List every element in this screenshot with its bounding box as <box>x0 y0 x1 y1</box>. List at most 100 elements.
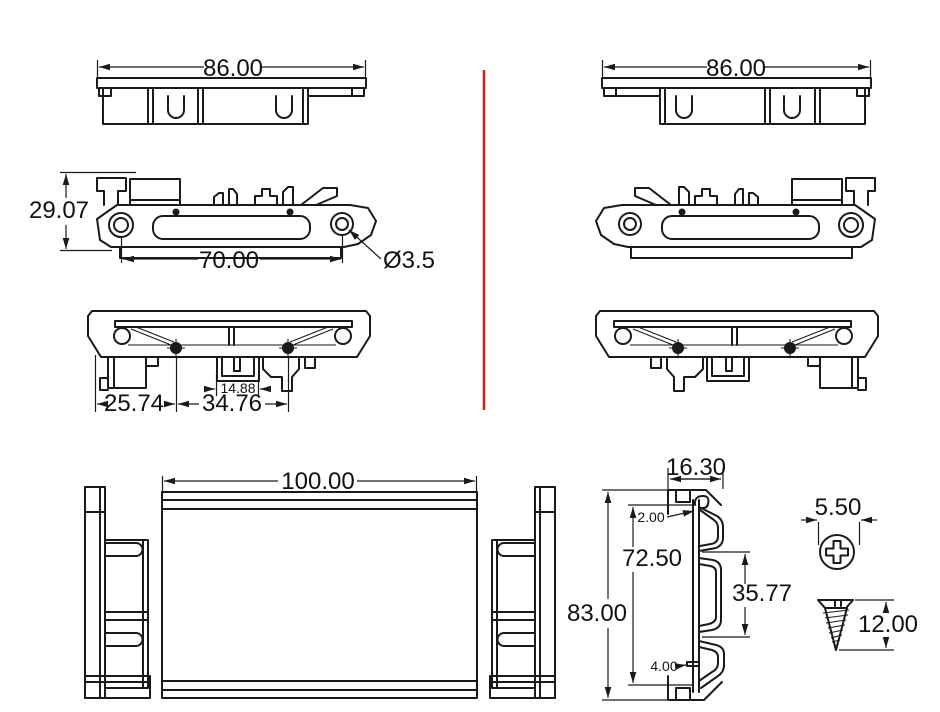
dim-bracket-top-width-left: 86.00 <box>96 55 367 82</box>
bottom-view-right-clip <box>262 356 316 392</box>
bottom-view-left-clip <box>99 356 159 391</box>
leader-line <box>666 510 695 518</box>
dim-label-bracket-clip-width: 14.88 <box>220 380 255 396</box>
bracket-top-view <box>96 77 367 125</box>
bracket-front-view <box>96 177 377 259</box>
extension-lines <box>702 551 750 638</box>
bottom-view-outline <box>87 310 371 358</box>
front-view-latch <box>300 187 338 206</box>
profile-bottom-flange <box>667 675 723 701</box>
screw-side-view <box>817 599 854 651</box>
top-view-right-tab <box>351 87 365 97</box>
dim-label-bracket-top-width-right: 86.00 <box>706 55 766 82</box>
dim-profile-lip-thickness: 2.00 <box>637 509 695 525</box>
extension-lines <box>817 522 861 545</box>
profile-cross-section <box>667 489 725 701</box>
dim-profile-overall-height: 83.00 <box>567 489 667 701</box>
dim-profile-top-width: 16.30 <box>666 454 726 489</box>
dim-label-profile-lip-thickness: 2.00 <box>637 509 664 525</box>
dim-label-bracket-hole-diameter: Ø3.5 <box>383 247 435 274</box>
phillips-cross-icon <box>825 540 849 564</box>
profile-fin-top <box>698 506 724 552</box>
mounting-hole-right-inner <box>335 217 349 231</box>
dim-label-bracket-hole-pitch: 34.76 <box>202 390 262 417</box>
bracket-top-view-right <box>601 77 872 125</box>
top-view-slot-right <box>275 95 293 119</box>
dim-label-bracket-height: 29.07 <box>29 197 89 224</box>
screw-threads <box>822 609 850 648</box>
dim-label-profile-foot-height: 4.00 <box>650 658 677 674</box>
mounting-hole-left-outer <box>108 212 134 238</box>
extension-lines <box>94 355 178 412</box>
dim-screw-head-diameter: 5.50 <box>801 494 877 545</box>
dim-profile-channel-height: 35.77 <box>702 551 792 638</box>
dim-screw-length: 12.00 <box>839 599 918 651</box>
top-view-slot-left <box>167 95 185 119</box>
front-view-mid-clips <box>213 188 238 206</box>
bracket-bottom-view-right <box>595 310 879 392</box>
front-view-left-hook <box>96 177 127 206</box>
profile-web <box>692 499 700 693</box>
screw-top-view <box>819 534 855 570</box>
top-view-left-tab <box>98 87 112 97</box>
profile-fin-middle <box>698 557 722 633</box>
top-view-rib-lines <box>147 87 304 125</box>
front-view-block <box>129 178 181 206</box>
rivet-cross-marks <box>167 339 297 357</box>
bottom-view-rail <box>114 320 353 328</box>
front-view-clip-cluster <box>254 186 294 206</box>
dim-label-profile-inner-height: 72.50 <box>622 545 682 572</box>
profile-fin-bottom <box>698 640 725 689</box>
corner-hole-left <box>113 327 131 345</box>
dim-bracket-clip-width: 14.88 <box>204 374 271 396</box>
end-cap-side-view-right <box>489 486 556 699</box>
extension-lines <box>601 60 872 79</box>
end-cap-side-view <box>84 486 151 699</box>
front-view-center-slot <box>152 215 311 240</box>
dim-label-profile-overall-height: 83.00 <box>567 600 627 627</box>
mounting-hole-right-outer <box>330 212 354 236</box>
profile-top-flange <box>667 489 722 515</box>
dim-cover-length: 100.00 <box>161 468 478 495</box>
corner-hole-right <box>334 327 352 345</box>
extension-lines <box>602 489 667 701</box>
dim-label-profile-channel-height: 35.77 <box>732 580 792 607</box>
end-cap-plate <box>84 486 106 699</box>
end-cap-foot <box>84 675 151 699</box>
dim-bracket-hole-pitch: 34.76 <box>178 356 290 417</box>
top-view-body <box>102 87 309 125</box>
cover-edge-lines <box>161 499 478 691</box>
profile-foot-feature <box>686 661 700 667</box>
bottom-view-center-ribs <box>228 326 235 346</box>
extension-lines <box>161 476 478 492</box>
dim-label-cover-length: 100.00 <box>281 468 354 495</box>
front-view-bottom-strip <box>119 246 342 259</box>
dim-label-bracket-edge-to-hole: 25.74 <box>104 390 164 417</box>
extension-lines <box>60 171 136 252</box>
extension-lines <box>215 374 260 396</box>
leader-line <box>348 229 382 260</box>
leader-line <box>674 663 687 670</box>
extension-lines <box>839 599 894 651</box>
dim-bracket-height: 29.07 <box>29 171 136 252</box>
pin-dot-right <box>286 208 294 216</box>
dim-label-profile-top-width: 16.30 <box>666 454 726 481</box>
dim-bracket-hole-diameter: Ø3.5 <box>348 229 435 274</box>
mounting-hole-left-inner <box>113 217 129 233</box>
bottom-view-diagonal-ribs <box>130 326 334 346</box>
dim-label-screw-head-diameter: 5.50 <box>815 494 862 521</box>
top-view-plate-outline <box>96 77 367 89</box>
dim-label-bracket-hole-spacing: 70.00 <box>199 247 259 274</box>
end-cap-body <box>104 539 149 689</box>
profile-top-curl <box>693 495 710 510</box>
cover-front-view <box>161 491 478 699</box>
screw-head-side <box>817 599 854 609</box>
dim-bracket-hole-spacing: 70.00 <box>120 236 344 274</box>
dim-label-bracket-top-width-left: 86.00 <box>203 55 263 82</box>
dim-profile-foot-height: 4.00 <box>650 658 687 674</box>
cover-outline <box>161 491 478 699</box>
extension-lines <box>120 236 344 263</box>
dim-bracket-edge-to-hole: 25.74 <box>94 355 178 417</box>
